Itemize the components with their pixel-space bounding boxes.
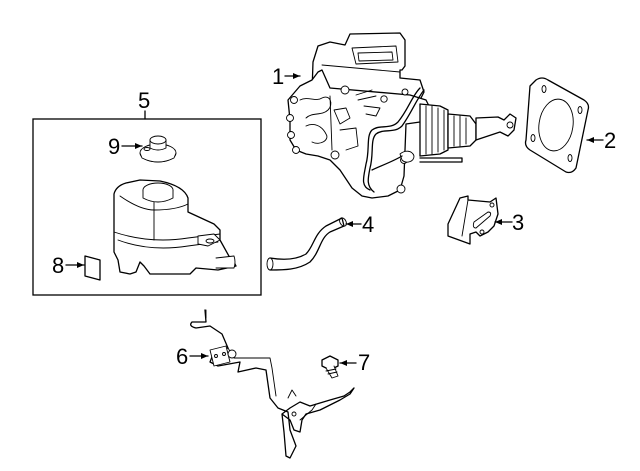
part-5-reservoir[interactable]	[113, 179, 237, 275]
svg-text:5: 5	[138, 88, 150, 113]
svg-text:3: 3	[512, 210, 524, 235]
part-1-brake-booster-assembly[interactable]	[286, 32, 517, 199]
part-8-label[interactable]	[84, 255, 101, 281]
callout-4: 4	[345, 212, 374, 237]
callout-1: 1	[272, 64, 301, 89]
svg-text:1: 1	[272, 64, 284, 89]
reservoir-assembly-box	[32, 118, 262, 296]
svg-text:7: 7	[358, 350, 370, 375]
svg-text:4: 4	[362, 212, 374, 237]
part-7-bolt[interactable]	[321, 355, 339, 379]
part-6-bracket[interactable]	[190, 309, 355, 459]
svg-text:9: 9	[108, 134, 120, 159]
callout-5: 5	[138, 88, 150, 120]
part-3-bracket[interactable]	[447, 195, 499, 245]
callout-7: 7	[339, 350, 370, 375]
part-4-hose[interactable]	[266, 217, 348, 271]
svg-text:2: 2	[604, 128, 616, 153]
part-9-cap[interactable]	[139, 135, 177, 163]
part-2-gasket[interactable]	[524, 77, 590, 174]
svg-text:8: 8	[52, 253, 64, 278]
callout-8: 8	[52, 253, 85, 278]
svg-text:6: 6	[176, 344, 188, 369]
callout-9: 9	[108, 134, 143, 159]
callout-2: 2	[586, 128, 616, 153]
callout-6: 6	[176, 344, 209, 369]
callout-3: 3	[494, 210, 524, 235]
